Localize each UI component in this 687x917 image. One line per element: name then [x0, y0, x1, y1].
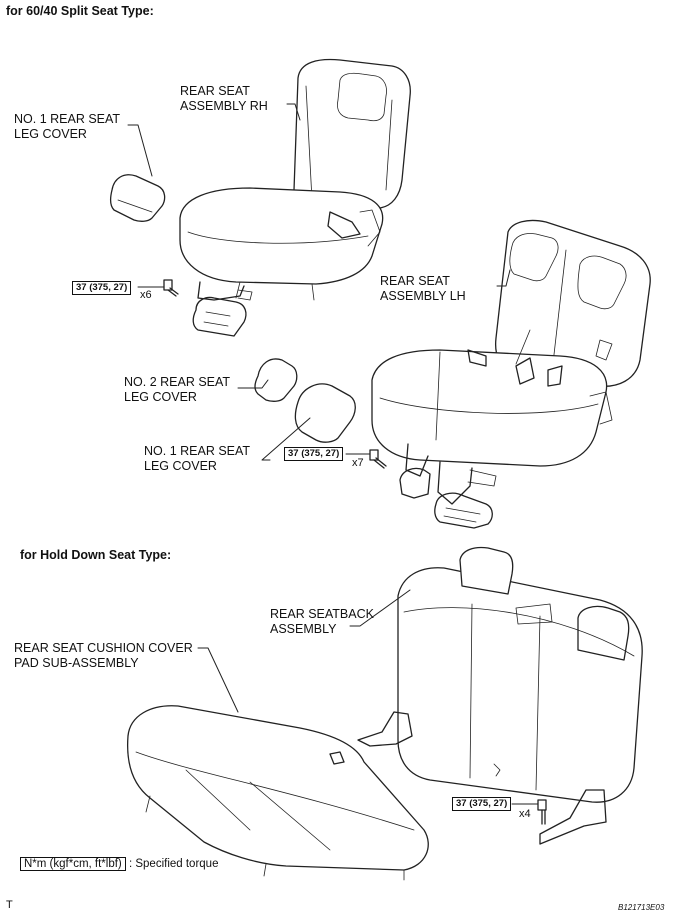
rear-seat-cushion-drawing — [126, 705, 429, 881]
label-no1-leg-cover-top-line2: LEG COVER — [14, 127, 87, 141]
label-rear-seatback-line1: REAR SEATBACK — [270, 607, 374, 621]
label-no1-leg-cover-top-line1: NO. 1 REAR SEAT — [14, 112, 121, 126]
section-heading-hold-down: for Hold Down Seat Type: — [20, 548, 172, 562]
no2-leg-cover-drawing — [254, 358, 298, 402]
label-rear-seat-assembly-rh-line2: ASSEMBLY RH — [180, 99, 268, 113]
bolt-lh-drawing — [369, 449, 387, 469]
rear-seat-lh-drawing — [371, 219, 651, 529]
no1-leg-cover-mid-drawing — [294, 383, 356, 443]
corner-mark: T — [6, 899, 13, 911]
torque-legend: N*m (kgf*cm, ft*lbf) : Specified torque — [20, 857, 219, 871]
label-no1-leg-cover-mid-line1: NO. 1 REAR SEAT — [144, 444, 251, 458]
label-rear-seat-assembly-lh-line2: ASSEMBLY LH — [380, 289, 466, 303]
label-no2-leg-cover-line1: NO. 2 REAR SEAT — [124, 375, 231, 389]
torque-legend-unit: N*m (kgf*cm, ft*lbf) — [20, 857, 126, 871]
bolt-holddown-drawing — [537, 799, 547, 825]
torque-box-lh: 37 (375, 27) — [284, 447, 344, 461]
rear-seat-rh-drawing — [179, 58, 411, 337]
no1-leg-cover-top-drawing — [110, 174, 166, 222]
figure-code: B121713E03 — [618, 903, 665, 912]
label-rear-seat-assembly-rh-line1: REAR SEAT — [180, 84, 250, 98]
torque-legend-text: : Specified torque — [128, 858, 219, 870]
label-cushion-cover-line1: REAR SEAT CUSHION COVER — [14, 641, 193, 655]
torque-box-rh: 37 (375, 27) — [72, 281, 132, 295]
rear-seatback-drawing — [357, 546, 643, 845]
label-no2-leg-cover-line2: LEG COVER — [124, 390, 197, 404]
label-rear-seatback-line2: ASSEMBLY — [270, 622, 337, 636]
bolt-rh-drawing — [163, 279, 179, 297]
torque-box-holddown: 37 (375, 27) — [452, 797, 512, 811]
leader-lines — [127, 103, 539, 805]
label-rear-seat-assembly-lh-line1: REAR SEAT — [380, 274, 450, 288]
label-cushion-cover-line2: PAD SUB-ASSEMBLY — [14, 656, 139, 670]
qty-lh: x7 — [352, 457, 364, 469]
label-no1-leg-cover-mid-line2: LEG COVER — [144, 459, 217, 473]
qty-holddown: x4 — [519, 808, 531, 820]
qty-rh: x6 — [140, 289, 152, 301]
section-heading-60-40: for 60/40 Split Seat Type: — [6, 4, 154, 18]
